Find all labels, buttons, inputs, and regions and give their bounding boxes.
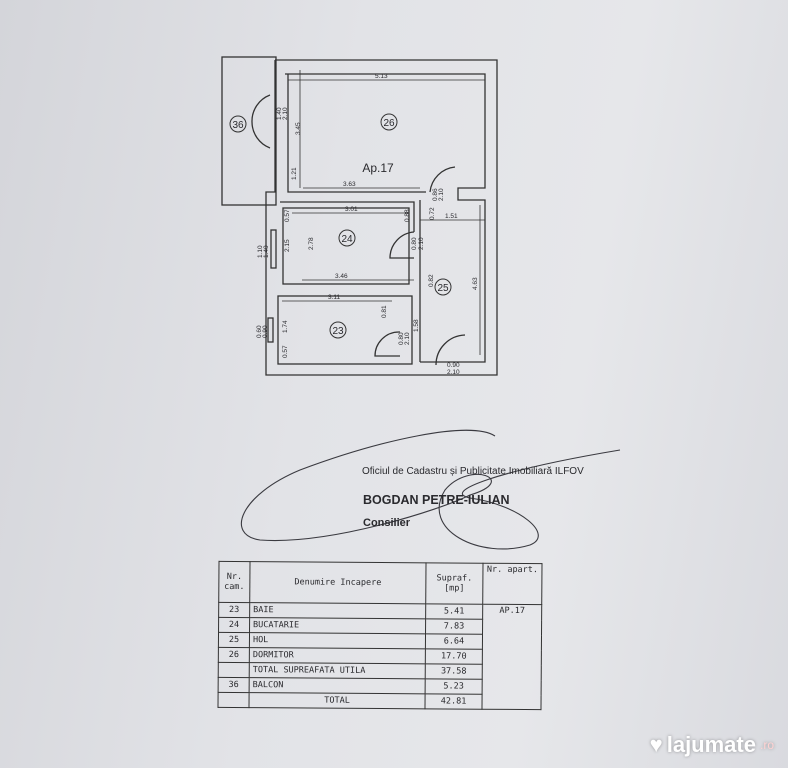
dim-bath-door: 0.80 — [398, 332, 405, 345]
dim-bath-sill: 0.57 — [282, 345, 289, 358]
dim-bath-window: 0.60 — [256, 325, 263, 338]
bedroom-inner-wall — [287, 74, 426, 193]
header-apartment: Nr. apart. — [482, 563, 543, 605]
heart-logo-icon: ♥ — [649, 732, 663, 757]
dim-kitchen-door: 0.80 — [411, 237, 418, 250]
watermark: ♥ lajumate.ro — [650, 732, 774, 758]
balcony-door-arc — [251, 94, 271, 149]
cell-area: 5.41 — [425, 603, 483, 620]
cadastre-stamp: Oficiul de Cadastru și Publicitate Imobi… — [362, 466, 584, 529]
dim-kitchen-window-h: 1.40 — [263, 245, 270, 258]
dim-hall-width: 1.51 — [445, 213, 458, 220]
cell-nr: 36 — [218, 677, 250, 693]
bathroom-inner — [277, 295, 413, 365]
dim-kitchen-window: 1.10 — [257, 245, 264, 258]
watermark-tld: .ro — [759, 738, 774, 752]
dimension-lines — [282, 70, 485, 355]
cell-area: 17.70 — [425, 648, 483, 665]
kitchen-wall — [280, 201, 415, 232]
dim-hall-mid: 0.82 — [428, 274, 435, 287]
dim-bath-door-h: 2.10 — [404, 332, 411, 345]
dim-bath-window-h: 0.90 — [262, 325, 269, 338]
dim-hall-depth: 4.63 — [472, 277, 479, 290]
stamp-office: Oficiul de Cadastru și Publicitate Imobi… — [362, 466, 584, 477]
dim-kitchen-side: 2.15 — [284, 239, 291, 252]
dim-kitchen-door-h: 2.10 — [418, 237, 425, 250]
cell-name: BUCATARIE — [249, 617, 426, 634]
room-number-balcony: 36 — [232, 120, 244, 131]
cell-nr: 25 — [218, 632, 250, 648]
dim-kitchen-sill: 0.57 — [284, 209, 291, 222]
dim-kitchen-height: 2.78 — [308, 237, 315, 250]
dim-kitchen-bottom: 3.46 — [335, 273, 348, 280]
dim-bedroom-side: 1.21 — [291, 167, 298, 180]
header-room-number: Nr. cam. — [218, 561, 251, 603]
dim-entry-door: 0.90 — [447, 362, 460, 369]
dim-kitchen-top: 3.01 — [345, 206, 358, 213]
dim-balcony-door-h: 2.10 — [282, 107, 289, 120]
kitchen-inner — [282, 207, 410, 285]
dim-bedroom-lower: 3.63 — [343, 181, 356, 188]
dim-bedroom-door: 0.86 — [432, 188, 439, 201]
dim-bath-door-side: 1.58 — [413, 319, 420, 332]
header-room-name: Denumire Incapere — [249, 561, 427, 604]
dim-bedroom-door-h: 2.10 — [438, 188, 445, 201]
cell-nr: 23 — [218, 602, 250, 618]
room-number-bedroom: 26 — [383, 118, 395, 129]
inner-wall — [285, 73, 486, 363]
balcony-wall — [221, 56, 277, 206]
room-number-hall: 25 — [437, 283, 449, 294]
dim-entry-door-h: 2.10 — [447, 369, 460, 376]
dim-kitchen-door-gap: 0.88 — [404, 209, 411, 222]
cell-nr — [217, 692, 250, 708]
bath-window — [267, 317, 274, 343]
watermark-brand: lajumate — [666, 732, 756, 757]
header-area: Supraf. [mp] — [425, 562, 484, 605]
dim-hall-top: 0.72 — [429, 207, 436, 220]
cell-nr: 26 — [218, 647, 250, 663]
entry-door-arc — [435, 334, 466, 366]
cell-name: TOTAL SUPREAFATA UTILA — [249, 662, 426, 679]
rooms-table: Nr. cam. Denumire Incapere Supraf. [mp] … — [217, 561, 543, 710]
cell-nr — [218, 662, 250, 678]
stamp-role: Consilier — [363, 517, 411, 529]
bedroom-door-arc — [429, 166, 456, 193]
cell-name: TOTAL — [248, 692, 426, 709]
dim-balcony-door: 1.40 — [276, 107, 283, 120]
room-number-kitchen: 24 — [341, 234, 353, 245]
dim-bedroom-width: 5.13 — [375, 73, 388, 80]
dim-bath-right: 0.81 — [381, 305, 388, 318]
cell-area: 6.64 — [425, 633, 483, 650]
apartment-label: Ap.17 — [362, 161, 394, 175]
room-number-bathroom: 23 — [332, 326, 344, 337]
cell-area: 5.23 — [425, 678, 483, 695]
cell-area: 37.58 — [425, 663, 483, 680]
signature — [240, 429, 621, 550]
kitchen-window — [270, 229, 277, 269]
cell-nr: 24 — [218, 617, 250, 633]
cell-name: HOL — [249, 632, 426, 649]
cell-name: DORMITOR — [249, 647, 426, 664]
kitchen-door-arc — [389, 231, 415, 259]
cell-name: BAIE — [249, 602, 426, 619]
dim-bath-top: 3.11 — [328, 294, 341, 301]
cell-area: 42.81 — [424, 693, 483, 710]
cell-area: 7.83 — [425, 618, 483, 635]
table-header-row: Nr. cam. Denumire Incapere Supraf. [mp] … — [218, 561, 543, 605]
cell-name: BALCON — [249, 677, 426, 694]
dim-bedroom-depth: 3.45 — [295, 122, 302, 135]
outer-wall — [265, 59, 498, 376]
dim-bath-side: 1.74 — [282, 320, 289, 333]
bath-door-arc — [374, 331, 401, 357]
stamp-name: BOGDAN PETRE-IULIAN — [363, 493, 510, 507]
cell-apartment: AP.17 — [481, 604, 542, 710]
